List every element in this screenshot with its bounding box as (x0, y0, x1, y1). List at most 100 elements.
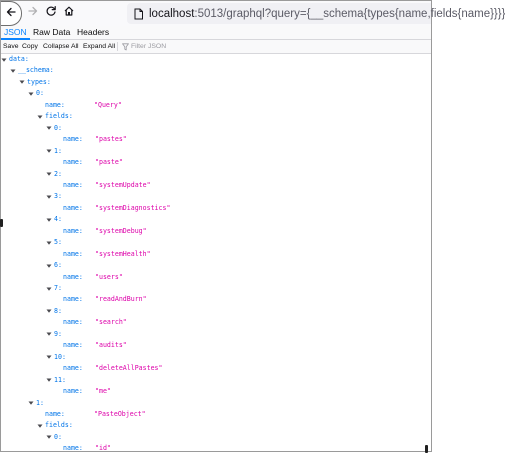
scroll-marker (0, 219, 3, 227)
copy-button[interactable]: Copy (22, 43, 38, 50)
save-button[interactable]: Save (3, 43, 19, 50)
tree-key: 11: (54, 375, 66, 384)
tree-value: "PasteObject" (94, 409, 146, 418)
tree-leaf: name:"deleteAllPastes" (1, 363, 431, 374)
tree-node[interactable]: 5: (1, 237, 431, 248)
tree-leaf: name:"id" (1, 443, 431, 454)
chevron-down-icon[interactable] (10, 65, 16, 76)
tree-value: "systemUpdate" (95, 180, 151, 189)
tree-node[interactable]: 0: (1, 88, 431, 99)
forward-button[interactable] (24, 4, 42, 22)
chevron-down-icon[interactable] (46, 169, 52, 180)
page-info-icon[interactable] (129, 3, 147, 24)
chevron-down-icon[interactable] (46, 191, 52, 202)
tree-node[interactable]: 3: (1, 191, 431, 202)
chevron-down-icon[interactable] (37, 420, 43, 431)
home-button[interactable] (60, 4, 78, 22)
tree-key: 5: (54, 238, 62, 247)
tree-value: "id" (95, 444, 111, 453)
tree-node[interactable]: 7: (1, 283, 431, 294)
chevron-down-icon[interactable] (46, 432, 52, 443)
tree-key: name: (63, 249, 83, 258)
chevron-down-icon[interactable] (46, 214, 52, 225)
tree-key: 10: (54, 352, 66, 361)
tree-leaf: name:"audits" (1, 340, 431, 351)
chevron-down-icon[interactable] (46, 146, 52, 157)
tree-key: types: (27, 77, 51, 86)
viewer-tabbar: JSON Raw Data Headers (1, 26, 431, 40)
url-bar[interactable]: localhost:5013/graphql?query={__schema{t… (127, 3, 505, 24)
tree-node[interactable]: 0: (1, 432, 431, 443)
chevron-down-icon[interactable] (37, 111, 43, 122)
tree-key: 3: (54, 192, 62, 201)
tree-node[interactable]: 8: (1, 306, 431, 317)
tree-node[interactable]: 1: (1, 398, 431, 409)
tree-key: name: (63, 318, 83, 327)
tree-key: 0: (36, 89, 44, 98)
tree-value: "readAndBurn" (95, 295, 147, 304)
tree-node[interactable]: 9: (1, 329, 431, 340)
tree-node[interactable]: 0: (1, 123, 431, 134)
chevron-down-icon[interactable] (1, 54, 7, 65)
tree-node[interactable]: fields: (1, 420, 431, 431)
chevron-down-icon[interactable] (28, 88, 34, 99)
tree-leaf: name:"paste" (1, 157, 431, 168)
tree-value: "paste" (95, 158, 123, 167)
chevron-down-icon[interactable] (46, 237, 52, 248)
tree-node[interactable]: 11: (1, 375, 431, 386)
home-icon (63, 4, 75, 22)
tree-leaf: name:"me" (1, 386, 431, 397)
tab-headers[interactable]: Headers (77, 27, 110, 37)
tree-key: name: (63, 364, 83, 373)
tree-node[interactable]: 10: (1, 352, 431, 363)
tree-node[interactable]: 2: (1, 169, 431, 180)
tree-leaf: name:"Query" (1, 100, 431, 111)
tree-leaf: name:"PasteObject" (1, 409, 431, 420)
expand-all-button[interactable]: Expand All (83, 43, 116, 50)
tree-key: name: (63, 135, 83, 144)
tree-node[interactable]: 6: (1, 260, 431, 271)
chevron-down-icon[interactable] (46, 306, 52, 317)
tree-node[interactable]: __schema: (1, 65, 431, 76)
tree-key: 0: (54, 432, 62, 441)
tree-node[interactable]: 4: (1, 214, 431, 225)
tree-key: 4: (54, 215, 62, 224)
tree-key: 1: (36, 398, 44, 407)
browser-toolbar: localhost:5013/graphql?query={__schema{t… (1, 1, 505, 26)
tree-value: "Query" (94, 100, 122, 109)
tree-node[interactable]: 1: (1, 146, 431, 157)
tree-node[interactable]: data: (1, 54, 431, 65)
collapse-all-button[interactable]: Collapse All (43, 43, 79, 50)
tree-value: "users" (95, 272, 123, 281)
chevron-down-icon[interactable] (19, 77, 25, 88)
tree-leaf: name:"readAndBurn" (1, 294, 431, 305)
tree-key: __schema: (18, 66, 54, 75)
tree-key: 1: (54, 146, 62, 155)
back-button[interactable] (1, 1, 22, 26)
reload-icon (45, 4, 57, 22)
tree-key: data: (9, 55, 29, 63)
tree-leaf: name:"systemHealth" (1, 249, 431, 260)
tree-node[interactable]: types: (1, 77, 431, 88)
toolbar-divider (117, 42, 118, 51)
chevron-down-icon[interactable] (28, 398, 34, 409)
tree-key: 2: (54, 169, 62, 178)
tree-value: "search" (95, 318, 127, 327)
chevron-down-icon[interactable] (46, 260, 52, 271)
chevron-down-icon[interactable] (46, 375, 52, 386)
chevron-down-icon[interactable] (46, 329, 52, 340)
tree-leaf: name: "search" (1, 317, 431, 328)
chevron-down-icon[interactable] (46, 283, 52, 294)
tree-leaf: name:"systemDebug" (1, 226, 431, 237)
chevron-down-icon[interactable] (46, 123, 52, 134)
chevron-down-icon[interactable] (46, 352, 52, 363)
filter-json-input[interactable]: Filter JSON (122, 40, 166, 53)
funnel-icon (122, 38, 129, 56)
tab-json[interactable]: JSON (1, 26, 30, 40)
tree-key: 0: (54, 123, 62, 132)
reload-button[interactable] (42, 4, 60, 22)
tree-node[interactable]: fields: (1, 111, 431, 122)
tab-raw-data[interactable]: Raw Data (33, 27, 71, 37)
tree-key: 7: (54, 284, 62, 292)
